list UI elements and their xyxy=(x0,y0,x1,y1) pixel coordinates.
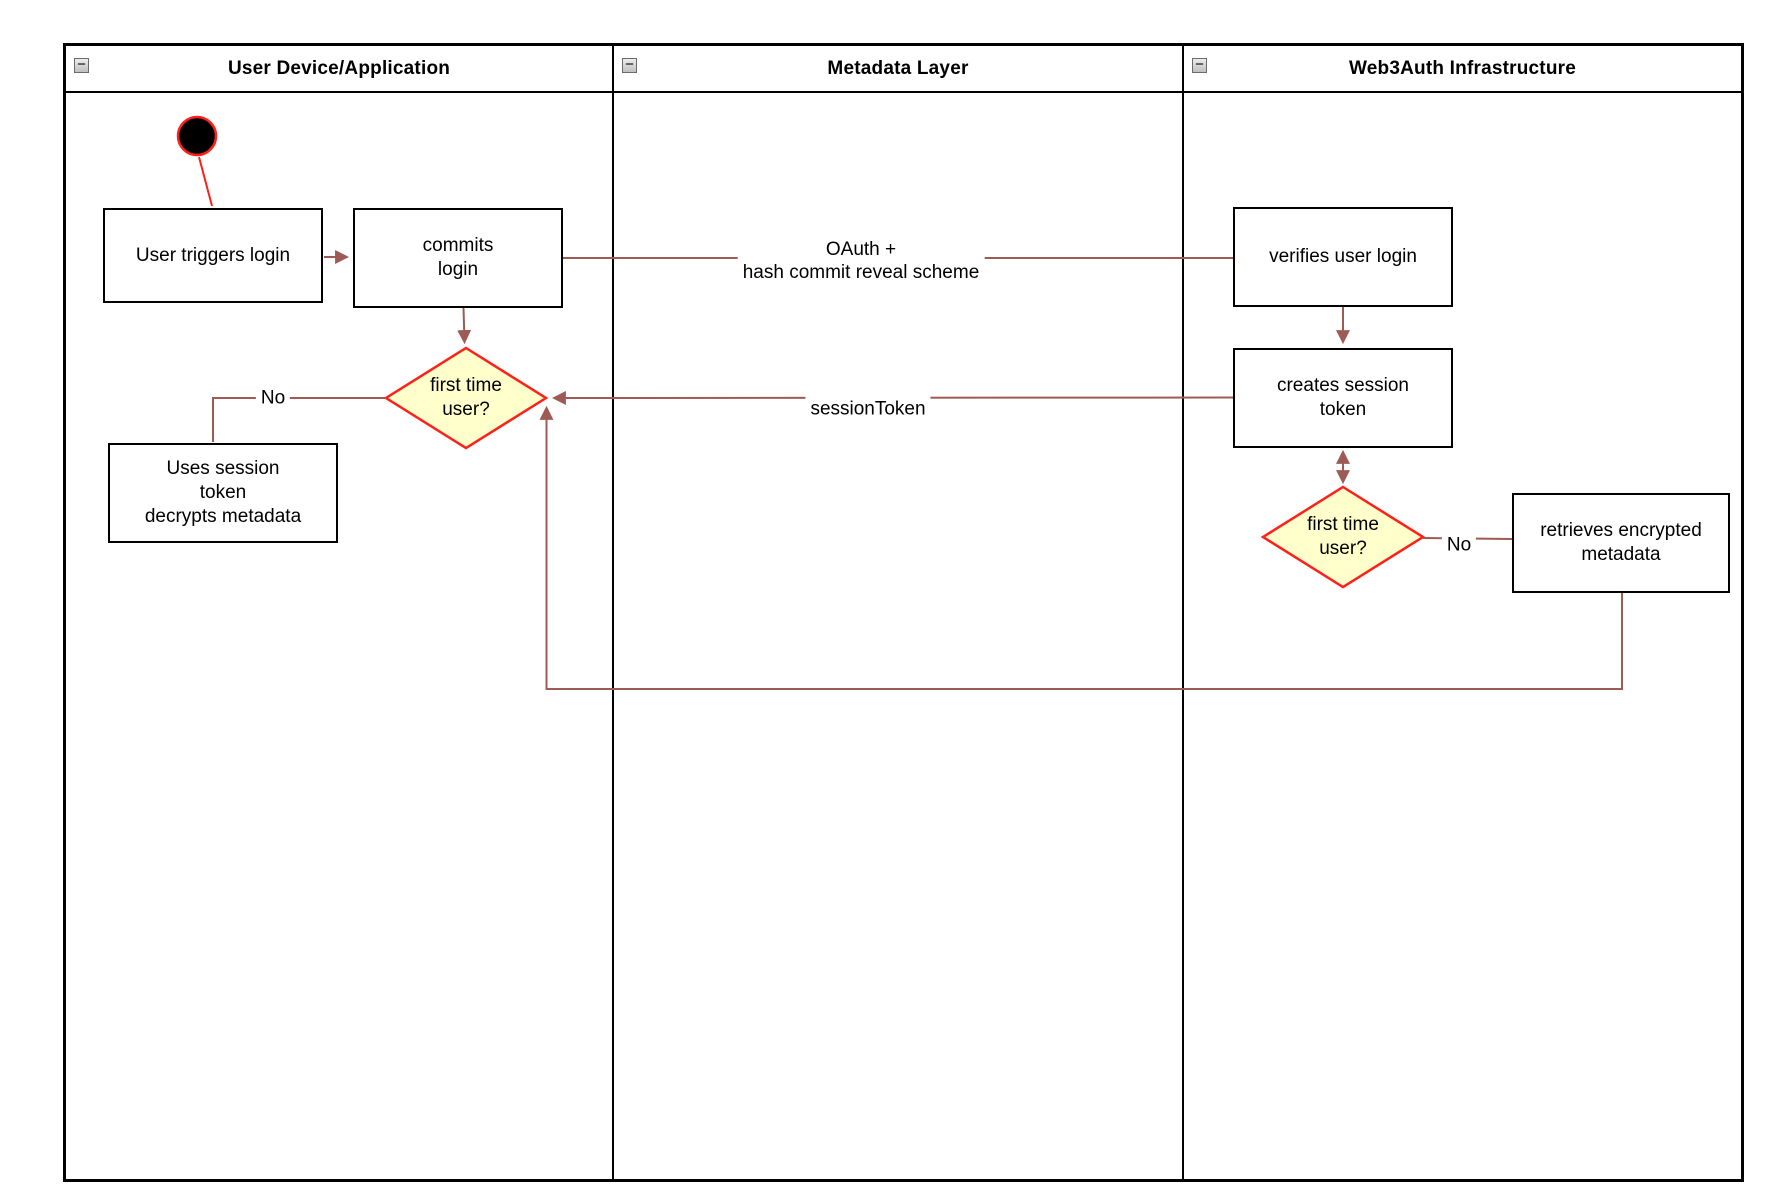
lane-title-user-device: User Device/Application xyxy=(227,57,451,79)
decision-label-line: user? xyxy=(442,399,490,420)
collapse-lane-icon[interactable]: − xyxy=(622,57,637,73)
edge-label-no-device: No xyxy=(255,385,291,411)
node-label: token xyxy=(1319,399,1367,420)
node-creates-session-token[interactable]: creates session token xyxy=(1233,348,1453,448)
collapse-lane-icon[interactable]: − xyxy=(1192,57,1207,73)
lane-divider xyxy=(1182,46,1184,1179)
node-label: decrypts metadata xyxy=(144,506,302,527)
node-label: commits xyxy=(422,235,494,256)
node-uses-session-token[interactable]: Uses session token decrypts metadata xyxy=(108,443,338,543)
lane-divider xyxy=(612,46,614,1179)
edge-label-sessiontoken: sessionToken xyxy=(805,396,931,422)
lane-header-divider xyxy=(66,91,1741,93)
lane-header-user-device: − User Device/Application xyxy=(66,46,612,91)
decision-label-line: first time xyxy=(430,375,502,396)
lane-header-metadata-layer: − Metadata Layer xyxy=(614,46,1182,91)
edge-label-line: hash commit reveal scheme xyxy=(742,262,980,283)
node-label: login xyxy=(437,259,479,280)
lane-title-web3auth: Web3Auth Infrastructure xyxy=(1349,57,1576,79)
swimlane-pool: − User Device/Application − Metadata Lay… xyxy=(63,43,1744,1182)
edge-label-no-infra: No xyxy=(1441,532,1477,558)
node-label: retrieves encrypted xyxy=(1540,520,1702,541)
decision-label-first-time-device: first time user? xyxy=(386,372,546,424)
edge-label-oauth: OAuth + hash commit reveal scheme xyxy=(737,237,985,285)
edge-label-line: OAuth + xyxy=(825,239,897,260)
node-label: token xyxy=(199,482,247,503)
lane-header-web3auth: − Web3Auth Infrastructure xyxy=(1184,46,1741,91)
node-label: verifies user login xyxy=(1269,246,1417,267)
node-label: User triggers login xyxy=(135,244,291,266)
decision-label-line: user? xyxy=(1319,538,1367,559)
node-label: Uses session xyxy=(166,458,280,479)
collapse-lane-icon[interactable]: − xyxy=(74,57,89,73)
node-label: metadata xyxy=(1581,544,1661,565)
node-commits-login[interactable]: commits login xyxy=(353,208,563,308)
node-label: creates session xyxy=(1276,375,1409,396)
node-user-triggers-login[interactable]: User triggers login xyxy=(103,208,323,303)
node-verifies-user-login[interactable]: verifies user login xyxy=(1233,207,1453,307)
decision-label-first-time-infra: first time user? xyxy=(1263,511,1423,563)
node-retrieves-encrypted-metadata[interactable]: retrieves encrypted metadata xyxy=(1512,493,1730,593)
lane-title-metadata-layer: Metadata Layer xyxy=(827,57,969,79)
decision-label-line: first time xyxy=(1307,514,1379,535)
